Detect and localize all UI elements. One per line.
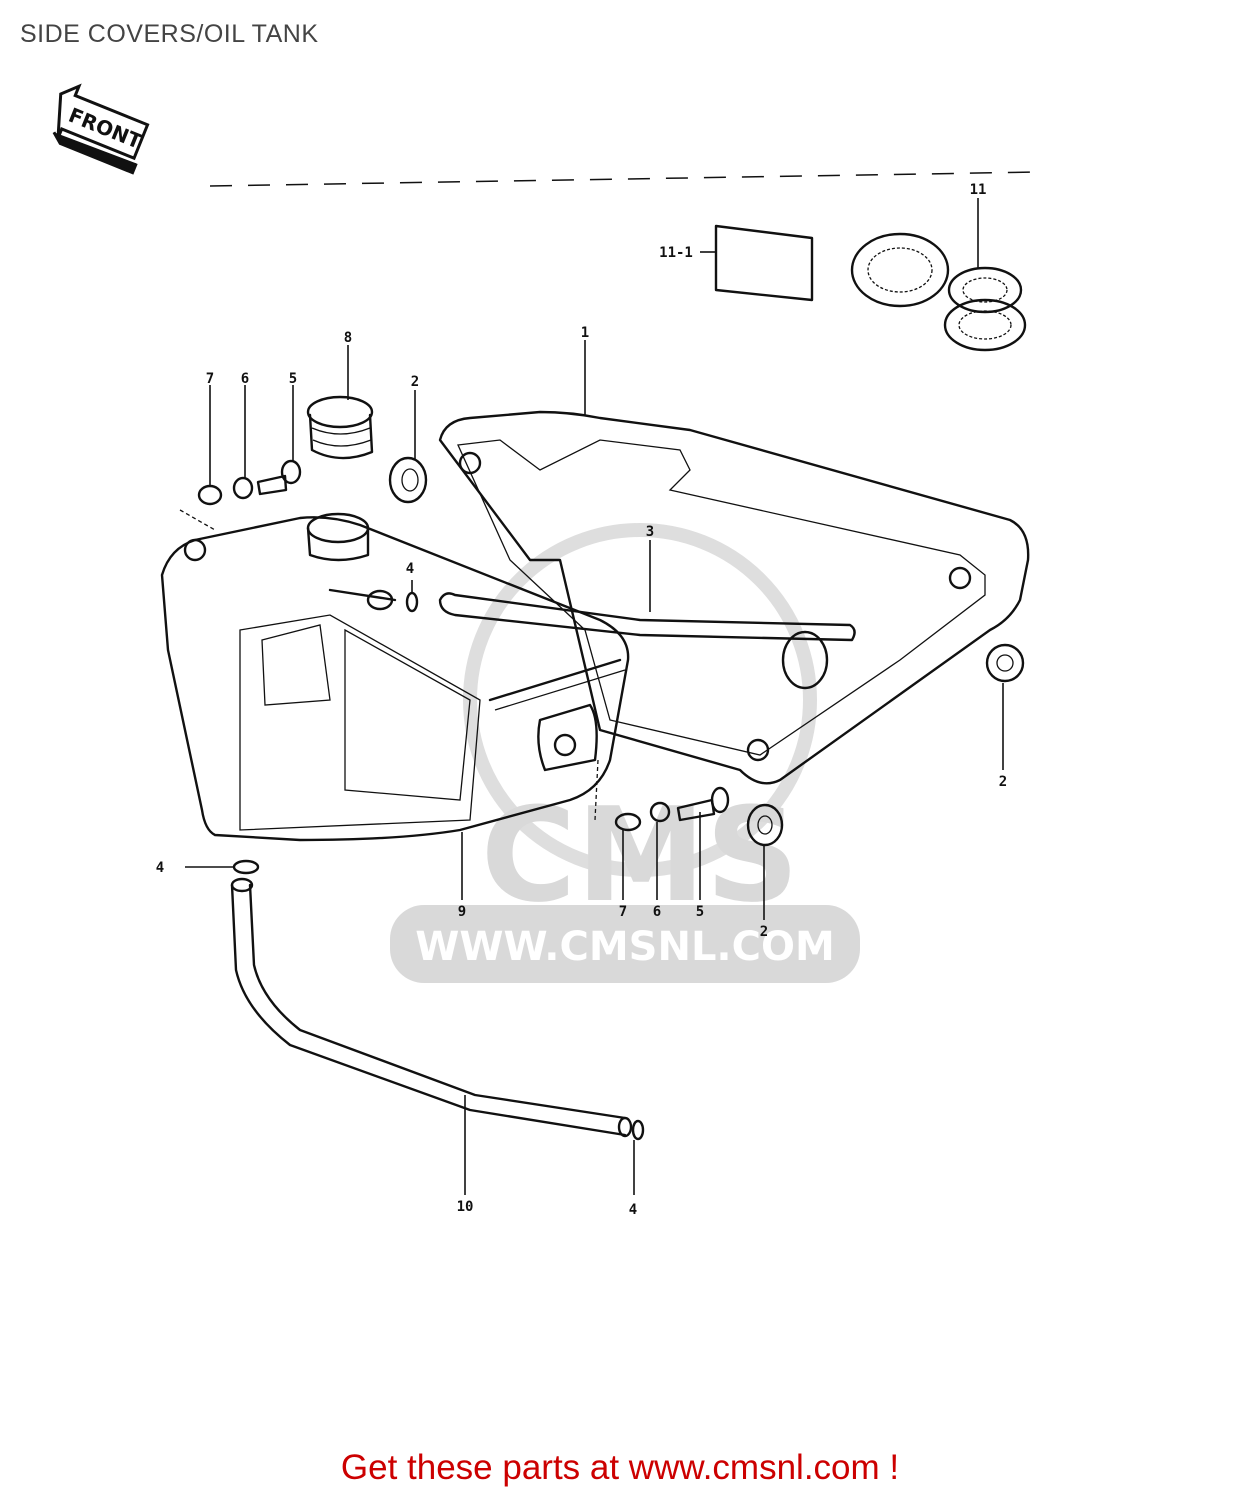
callout-9: 9: [458, 904, 466, 920]
callout-6-lower: 6: [653, 904, 661, 920]
part-11-1-decal: [714, 224, 814, 302]
callout-10: 10: [457, 1199, 474, 1215]
callout-6-upper: 6: [241, 371, 249, 387]
part-1-side-cover: [438, 410, 1030, 785]
callout-11: 11: [970, 182, 987, 198]
watermark-url: WWW.CMSNL.COM: [415, 924, 835, 970]
page-title: SIDE COVERS/OIL TANK: [20, 20, 319, 48]
parts-5-6-7-lower-fasteners: [614, 786, 730, 832]
leader-lines: [179, 198, 1004, 1195]
footer-promo-link[interactable]: Get these parts at www.cmsnl.com !: [340, 1448, 900, 1487]
part-10-oil-hose: [230, 877, 633, 1138]
callout-5-lower: 5: [696, 904, 704, 920]
callout-4-left: 4: [156, 860, 164, 876]
dashed-frame-line: [209, 171, 1041, 187]
callout-3: 3: [646, 524, 654, 540]
callout-2-lower: 2: [760, 924, 768, 940]
part-11-emblem: [850, 232, 1027, 352]
callout-4-bottom: 4: [629, 1202, 637, 1218]
cmsnl-watermark: CMS WWW.CMSNL.COM: [390, 523, 860, 983]
callout-11-1: 11-1: [659, 245, 693, 261]
part-2-grommets: [388, 456, 1025, 847]
watermark-banner: [390, 905, 860, 983]
callout-4-tank: 4: [406, 561, 414, 577]
callout-5-upper: 5: [289, 371, 297, 387]
callout-2-right: 2: [999, 774, 1007, 790]
callout-7-lower: 7: [619, 904, 627, 920]
part-8-filler-cap: [306, 395, 374, 460]
callout-7-upper: 7: [206, 371, 214, 387]
parts-5-6-7-upper-fasteners: [197, 459, 302, 506]
callout-1: 1: [581, 325, 589, 341]
part-callouts: 1 2 2 2 3 4 4 4 5 5 6 6 7 7 8 9 10 11 11…: [156, 182, 1007, 1218]
callout-2-upper: 2: [411, 374, 419, 390]
part-3-breather-hose: [438, 592, 856, 642]
part-9-oil-tank: [160, 512, 630, 842]
callout-8: 8: [344, 330, 352, 346]
front-arrow-icon: FRONT: [52, 83, 150, 175]
